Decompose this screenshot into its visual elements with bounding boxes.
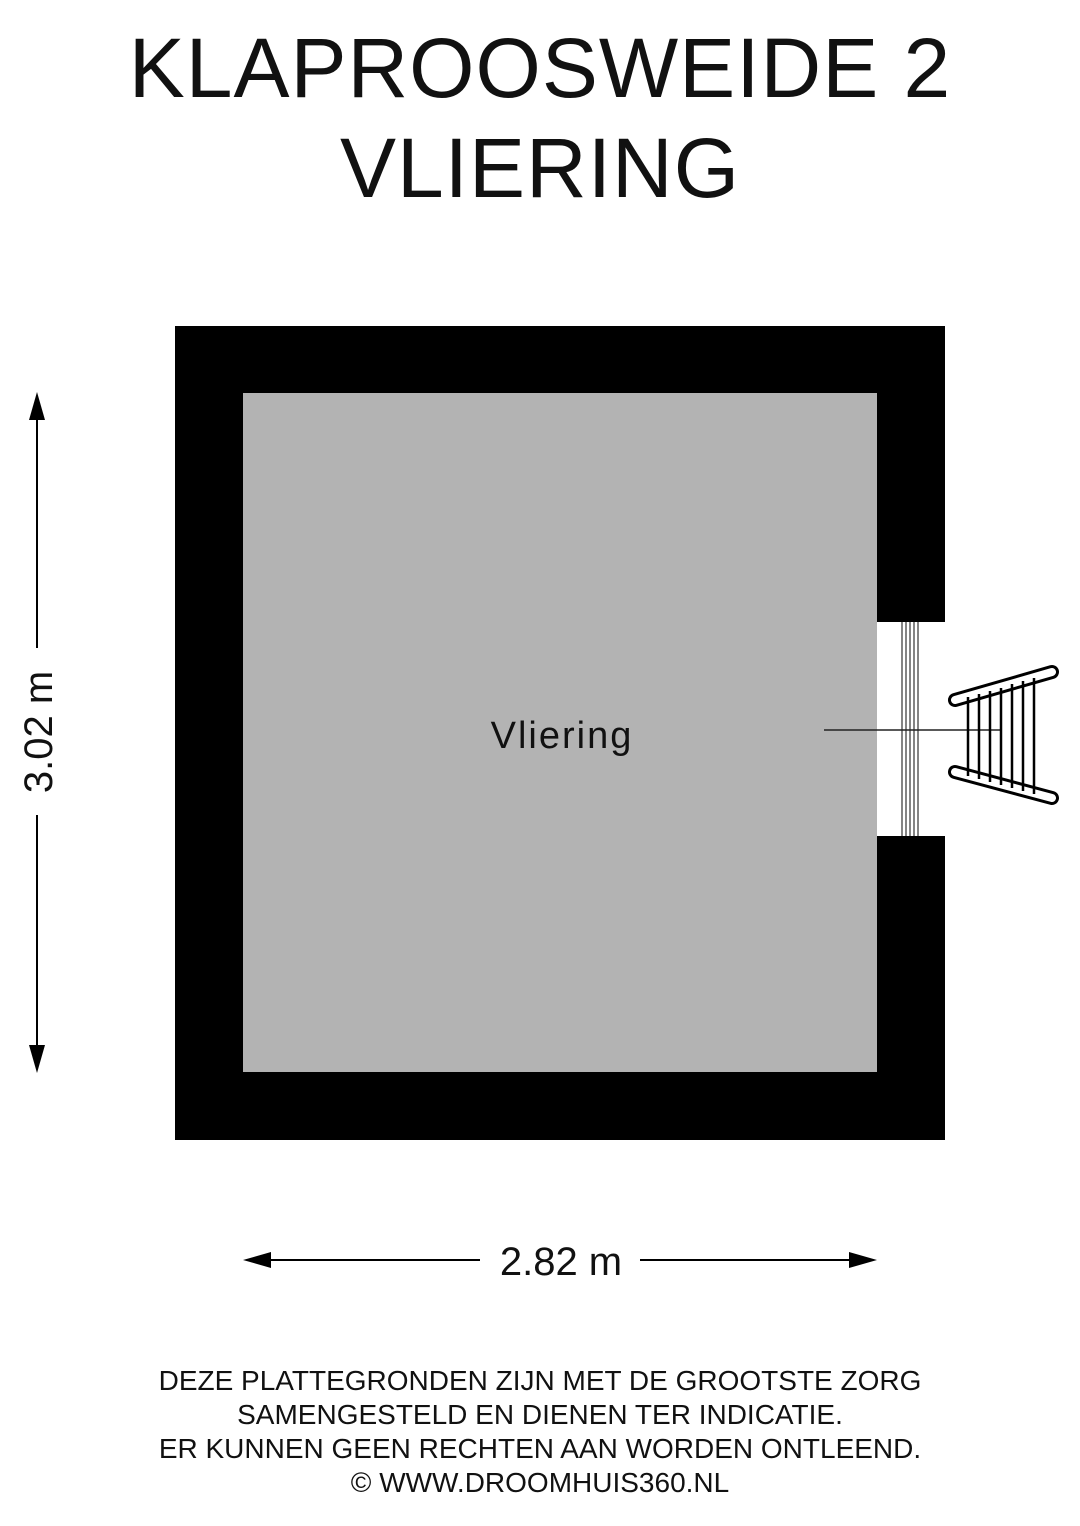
disclaimer-line: DEZE PLATTEGRONDEN ZIJN MET DE GROOTSTE … bbox=[158, 1365, 922, 1396]
arrow-left-icon bbox=[243, 1252, 271, 1268]
dimension-height bbox=[29, 392, 45, 1073]
title-floor: VLIERING bbox=[339, 121, 741, 215]
hatch-threshold bbox=[901, 622, 919, 836]
ladder-icon bbox=[948, 665, 1059, 805]
arrow-right-icon bbox=[849, 1252, 877, 1268]
arrow-down-icon bbox=[29, 1045, 45, 1073]
dimension-width-label: 2.82 m bbox=[500, 1240, 622, 1284]
dimension-height-label: 3.02 m bbox=[17, 671, 61, 793]
disclaimer-line: SAMENGESTELD EN DIENEN TER INDICATIE. bbox=[237, 1399, 843, 1430]
arrow-up-icon bbox=[29, 392, 45, 420]
wall-opening bbox=[877, 622, 946, 836]
copyright-line: © WWW.DROOMHUIS360.NL bbox=[350, 1467, 730, 1498]
room-area bbox=[243, 393, 877, 1072]
disclaimer: DEZE PLATTEGRONDEN ZIJN MET DE GROOTSTE … bbox=[0, 1364, 1080, 1500]
room-label: Vliering bbox=[491, 715, 634, 757]
title-address: KLAPROOSWEIDE 2 bbox=[128, 21, 952, 115]
dimension-width bbox=[243, 1252, 877, 1268]
disclaimer-line: ER KUNNEN GEEN RECHTEN AAN WORDEN ONTLEE… bbox=[158, 1433, 922, 1464]
